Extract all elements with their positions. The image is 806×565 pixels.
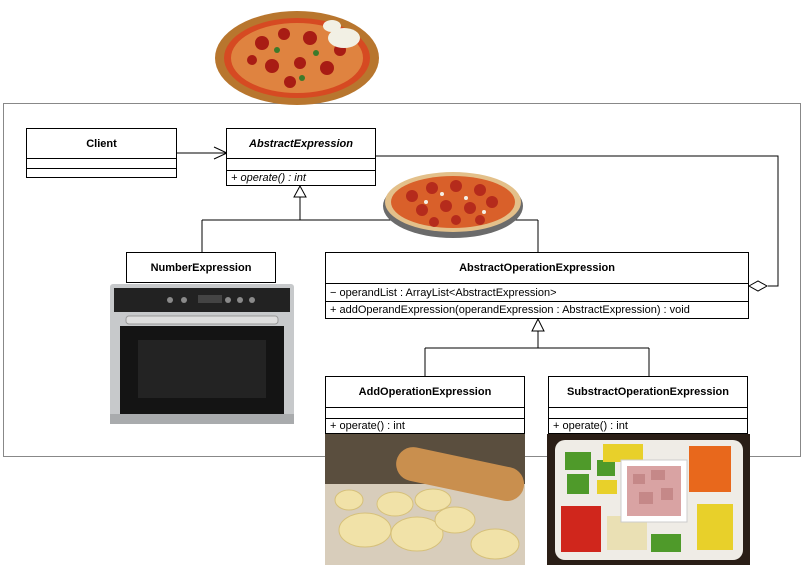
oven-icon — [110, 284, 294, 424]
attributes-section — [326, 408, 524, 419]
aggregation-operand-list — [376, 155, 779, 292]
attributes-section — [27, 159, 176, 169]
operation-text: + addOperandExpression(operandExpression… — [330, 304, 690, 316]
class-number-expression[interactable]: NumberExpression — [126, 252, 276, 283]
generalization-abstract-operation-expression — [424, 317, 650, 377]
class-name: AbstractExpression — [227, 129, 375, 159]
pizza-icon — [215, 11, 379, 105]
class-abstract-expression[interactable]: AbstractExpression + operate() : int — [226, 128, 376, 186]
operation-text: + operate() : int — [231, 172, 306, 184]
attributes-section — [549, 408, 747, 419]
attributes-section — [227, 159, 375, 171]
operations-section — [27, 169, 176, 178]
class-name: Client — [27, 129, 176, 159]
vegetable-platter-icon — [547, 434, 750, 565]
class-add-operation-expression[interactable]: AddOperationExpression + operate() : int — [325, 376, 525, 434]
attribute-text: − operandList : ArrayList<AbstractExpres… — [326, 284, 748, 302]
class-name: SubstractOperationExpression — [549, 377, 747, 408]
class-name: AddOperationExpression — [326, 377, 524, 408]
client-association — [177, 146, 229, 160]
class-name: AbstractOperationExpression — [326, 253, 748, 284]
dough-icon — [325, 434, 525, 565]
class-client[interactable]: Client — [26, 128, 177, 178]
class-abstract-operation-expression[interactable]: AbstractOperationExpression − operandLis… — [325, 252, 749, 319]
class-substract-operation-expression[interactable]: SubstractOperationExpression + operate()… — [548, 376, 748, 434]
operation-text: + operate() : int — [330, 420, 405, 432]
operation-text: + operate() : int — [553, 420, 628, 432]
class-name: NumberExpression — [150, 262, 252, 274]
pizza-base-icon — [383, 172, 523, 238]
